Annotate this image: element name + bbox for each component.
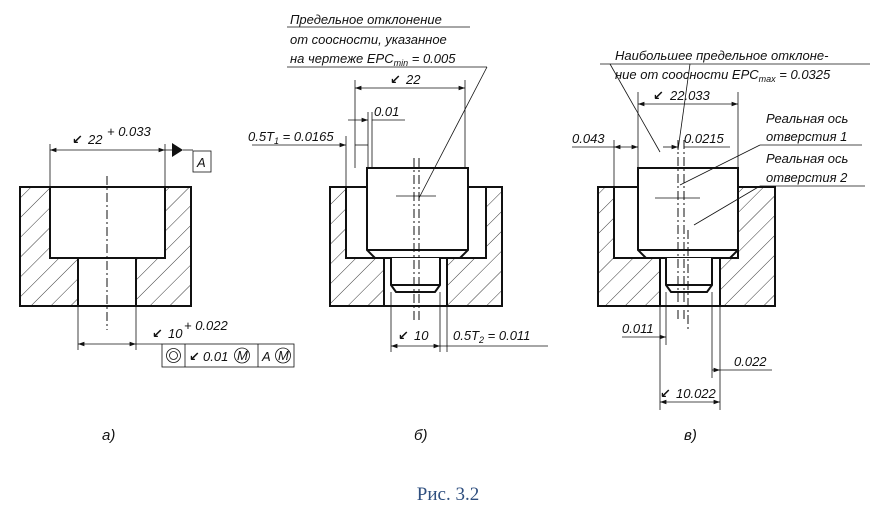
figure-caption: Рис. 3.2 xyxy=(417,484,479,505)
part-b-shaft xyxy=(366,167,469,259)
axis2-line2: отверстия 2 xyxy=(766,170,848,185)
part-c-shaft xyxy=(637,167,739,259)
dim-t2-b: 0.5T2 = 0.011 xyxy=(453,328,530,345)
dim-top-c: 22.033 xyxy=(669,88,711,103)
note-b-line3: на чертеже EPCmin = 0.005 xyxy=(290,51,456,68)
dim-left-c: 0.043 xyxy=(572,131,605,146)
feature-control-frame: ↙ 0.01 M A M xyxy=(161,343,295,368)
dim-top-a-tol: + 0.033 xyxy=(107,124,152,139)
frame-mod: M xyxy=(237,348,248,363)
dim-0011-c: 0.011 xyxy=(622,321,654,336)
svg-text:↙: ↙ xyxy=(398,328,409,343)
dim-top-a: 22 xyxy=(87,132,103,147)
svg-text:↙: ↙ xyxy=(660,386,671,401)
axis1-line1: Реальная ось xyxy=(766,111,849,126)
part-b-body xyxy=(330,187,502,306)
sublabel-a: а) xyxy=(102,427,115,444)
dim-bottom-a: 10 xyxy=(168,326,183,341)
dim-t1-b: 0.5T1 = 0.0165 xyxy=(248,129,334,146)
dim-bottom-a-tol: + 0.022 xyxy=(184,318,229,333)
dim-right-c: 0.0215 xyxy=(684,131,725,146)
note-c-line2: ние от соосности EPCmax = 0.0325 xyxy=(615,67,831,84)
dim-0022-c: 0.022 xyxy=(734,354,767,369)
datum-a-box xyxy=(192,150,212,173)
sublabel-c: в) xyxy=(684,427,697,444)
part-a-body xyxy=(20,187,191,306)
dim-top-b: 22 xyxy=(405,72,421,87)
svg-text:↙: ↙ xyxy=(390,72,401,87)
frame-datum: A xyxy=(261,349,271,364)
note-b-line2: от соосности, указанное xyxy=(290,32,447,47)
part-c-body xyxy=(598,187,775,306)
frame-datum-mod: M xyxy=(278,348,289,363)
dim-bottom-b: 10 xyxy=(414,328,429,343)
part-b-drawing: ↙ 22 0.01 0.5T1 = 0.0165 Предельное откл… xyxy=(248,12,548,444)
frame-value: 0.01 xyxy=(203,349,228,364)
diameter-sign-a-top: ↙ xyxy=(72,132,83,147)
svg-text:↙: ↙ xyxy=(653,88,664,103)
datum-triangle xyxy=(172,143,183,157)
dim-001-b: 0.01 xyxy=(374,104,399,119)
note-c-line1: Наибольшее предельное отклоне- xyxy=(615,48,829,63)
part-c-drawing: ↙ 22.033 0.043 0.0215 Наибольшее предель… xyxy=(572,48,870,444)
note-b-line1: Предельное отклонение xyxy=(290,12,442,27)
diameter-sign-a-bottom: ↙ xyxy=(152,326,163,341)
sublabel-b: б) xyxy=(414,427,427,444)
part-a-drawing: A ↙ 22 + 0.033 ↙ 10 + 0.022 ↙ 0.01 M A M… xyxy=(19,124,295,444)
datum-a-label: A xyxy=(196,155,206,170)
axis1-line2: отверстия 1 xyxy=(766,129,847,144)
svg-text:↙: ↙ xyxy=(189,349,200,364)
axis2-line1: Реальная ось xyxy=(766,151,849,166)
dim-bottom-c: 10.022 xyxy=(676,386,717,401)
